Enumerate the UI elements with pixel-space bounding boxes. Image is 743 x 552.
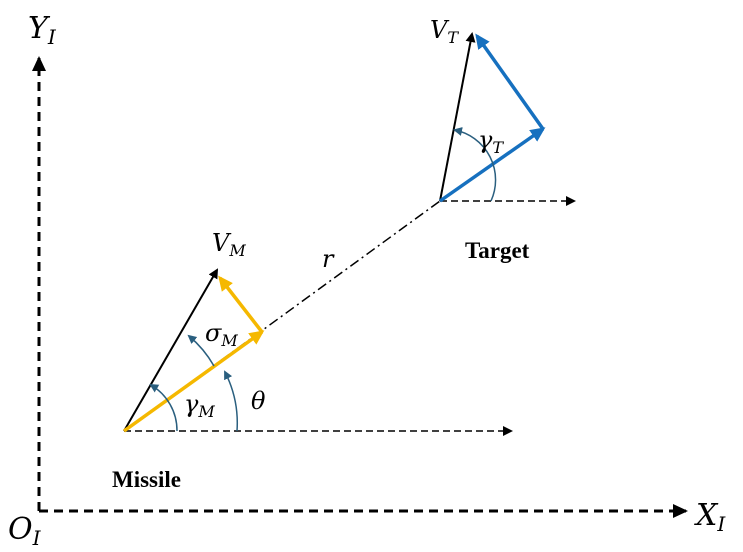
theta-label: θ — [251, 387, 266, 415]
sigma-m-label: σM — [205, 319, 238, 350]
gamma-m-arc — [149, 383, 178, 432]
target-velocity-label: VT — [430, 16, 459, 47]
x-axis-label: XI — [694, 498, 726, 536]
theta-arc — [224, 370, 239, 432]
target-normal-component-arrow — [475, 33, 545, 131]
missile-los-component-arrow — [122, 330, 265, 433]
target-label: Target — [465, 238, 530, 263]
missile-label: Missile — [112, 467, 181, 492]
missile-normal-component-arrow — [218, 275, 264, 334]
gamma-t-label: γT — [478, 126, 504, 157]
target-velocity-vector — [439, 32, 476, 202]
gamma-t-arc — [453, 127, 497, 202]
range-label: r — [322, 245, 335, 273]
y-axis-label: YI — [28, 11, 57, 49]
target-los-component-arrow — [438, 127, 546, 203]
gamma-m-label: γM — [184, 390, 215, 421]
origin-label: OI — [8, 512, 42, 550]
missile-velocity-label: VM — [212, 229, 246, 260]
sigma-m-arc — [187, 334, 215, 367]
missile-velocity-vector — [123, 268, 219, 432]
